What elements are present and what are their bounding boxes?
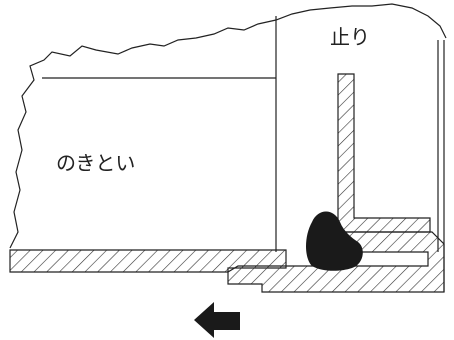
gutter-bottom-hatched [9, 249, 287, 273]
gutter-label: のきとい [56, 151, 135, 175]
arrow-left-icon [194, 302, 240, 338]
stop-flange-hatched [227, 231, 445, 293]
stop-vertical-wall-hatched [337, 73, 431, 233]
gutter-body-outline [9, 3, 447, 249]
sealant-blob [306, 211, 363, 271]
stop-label: 止り [330, 25, 370, 49]
